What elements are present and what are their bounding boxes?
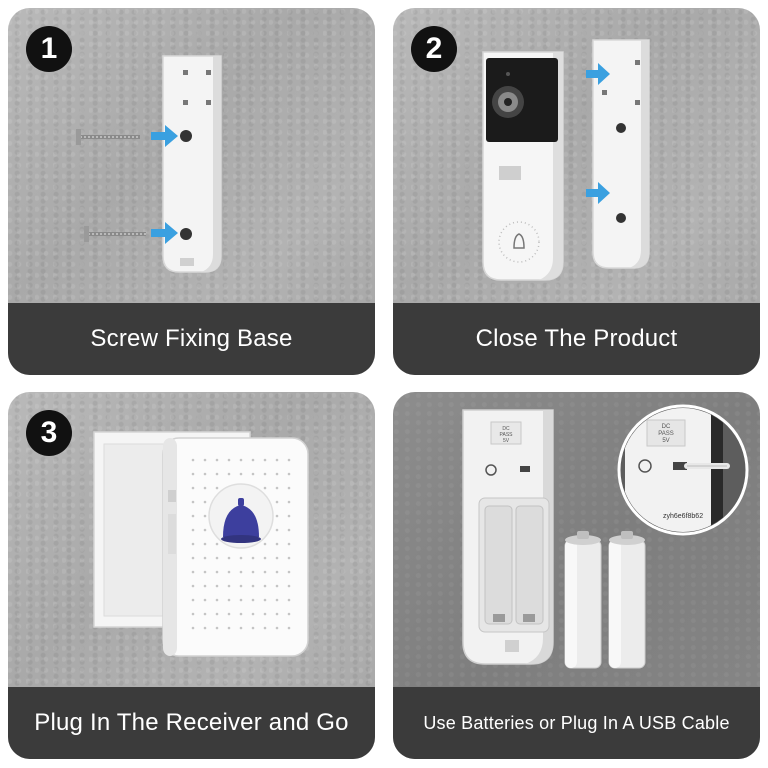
panel-batteries-or-usb: DC PASS 5V (393, 392, 760, 759)
panel-close-product: 2 Close The Product (393, 8, 760, 375)
bell-button (498, 221, 540, 263)
battery (608, 531, 646, 669)
step-number-badge: 1 (26, 26, 72, 72)
caption-bar: Close The Product (393, 303, 760, 375)
receiver-illustration (93, 431, 309, 657)
doorbell-and-base-illustration (482, 39, 650, 281)
usb-port-zoom: DC PASS 5V zyh6e6f8b62 (617, 404, 749, 536)
serial-number: zyh6e6f8b62 (663, 513, 703, 520)
screw-bottom (84, 226, 146, 242)
arrow-icon (586, 63, 610, 85)
arrow-icon (151, 222, 178, 244)
port-label: 5V (503, 438, 510, 444)
arrow-icon (151, 125, 178, 147)
speaker-grille (191, 458, 291, 630)
port-label: PASS (658, 431, 674, 437)
port-label: DC (502, 426, 510, 432)
arrow-icon (586, 182, 610, 204)
port-label: PASS (500, 432, 514, 438)
panel-caption: Use Batteries or Plug In A USB Cable (423, 712, 730, 733)
screw-top (76, 129, 140, 145)
caption-bar: Plug In The Receiver and Go (8, 687, 375, 759)
panel-plug-in-receiver: 3 Plug In The Receiver and Go (8, 392, 375, 759)
base-plate-illustration (76, 55, 222, 273)
panel-caption: Close The Product (475, 325, 678, 352)
caption-bar: Screw Fixing Base (8, 303, 375, 375)
battery (564, 531, 602, 669)
port-label: 5V (662, 438, 669, 444)
panel-caption: Screw Fixing Base (90, 325, 293, 352)
step-number-badge: 3 (26, 410, 72, 456)
panel-screw-fixing-base: 1 Screw Fixing Base (8, 8, 375, 375)
battery-compartment-illustration: DC PASS 5V (462, 404, 749, 669)
port-label: DC (662, 424, 671, 430)
bell-icon (221, 498, 261, 543)
step-number-badge: 2 (411, 26, 457, 72)
caption-bar: Use Batteries or Plug In A USB Cable (393, 687, 760, 759)
panel-caption: Plug In The Receiver and Go (34, 709, 349, 736)
